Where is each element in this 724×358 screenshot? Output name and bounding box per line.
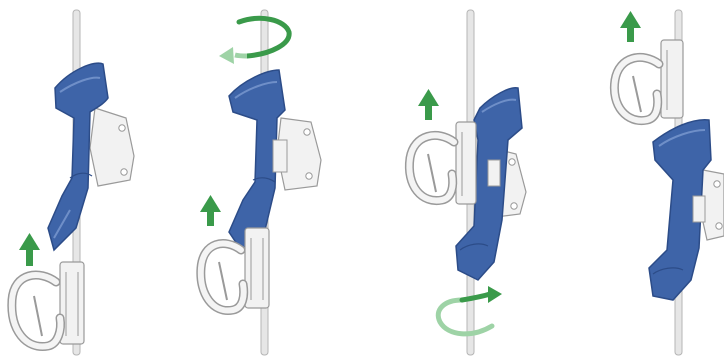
green-up-arrow: [200, 195, 221, 226]
lower-clamp: [456, 122, 476, 204]
carabiner: [409, 135, 454, 200]
step-1-illustration: [0, 0, 181, 358]
green-up-arrow: [620, 11, 641, 42]
green-up-arrow: [418, 89, 439, 120]
step-1-panel: [0, 0, 181, 358]
green-up-arrow: [19, 233, 40, 266]
step-2-panel: [181, 0, 362, 358]
blue-cam-body: [649, 120, 711, 300]
step-4-illustration: [543, 0, 724, 358]
carabiner: [614, 57, 659, 120]
green-rotate-arrow: [219, 18, 289, 64]
step-3-panel: [362, 0, 543, 358]
upper-clamp: [661, 40, 683, 118]
step-4-panel: [543, 0, 724, 358]
carabiner: [12, 275, 61, 346]
carabiner: [201, 244, 244, 311]
blue-cam-body: [229, 70, 287, 250]
lower-clamp: [245, 228, 269, 308]
step-3-illustration: [362, 0, 543, 358]
step-2-illustration: [181, 0, 362, 358]
